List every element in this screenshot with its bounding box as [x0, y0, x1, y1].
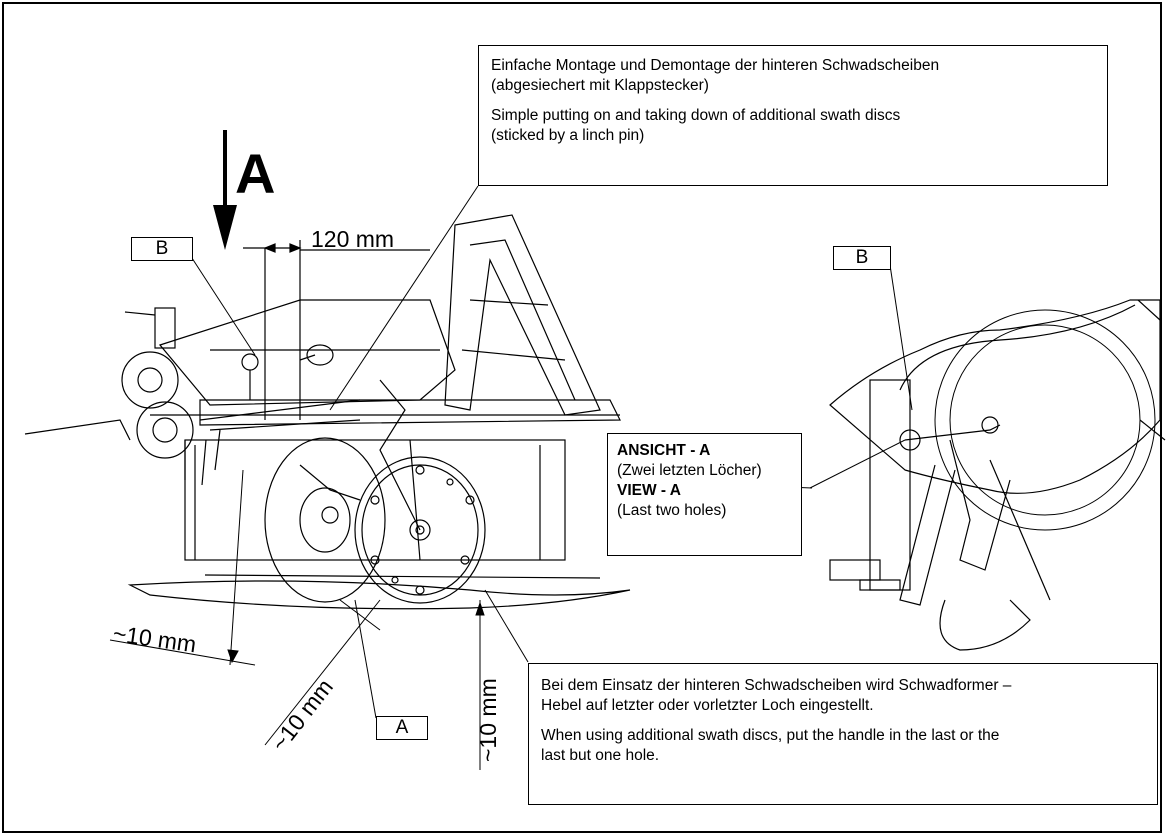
callout-bottom-en-line-1: When using additional swath discs, put t… — [541, 727, 1000, 744]
callout-top-en-line-2: (sticked by a linch pin) — [491, 127, 645, 144]
detail-view-a — [829, 299, 1166, 651]
callout-handle-note: Bei dem Einsatz der hinteren Schwadschei… — [528, 663, 1158, 805]
callout-view-a: ANSICHT - A (Zwei letzten Löcher) VIEW -… — [607, 433, 802, 556]
callout-bottom-en-line-2: last but one hole. — [541, 747, 660, 764]
dimension-label-gap-vert: ~10 mm — [475, 678, 501, 762]
dimension-120mm — [243, 240, 430, 420]
view-a-sub-en: (Last two holes) — [617, 502, 727, 519]
callout-bottom-de-line-2: Hebel auf letzter oder vorletzter Loch e… — [541, 697, 874, 714]
view-a-title-en: VIEW - A — [617, 482, 682, 499]
view-direction-label: A — [235, 142, 276, 205]
section-tag-b-left: B — [131, 237, 193, 261]
view-a-title-de: ANSICHT - A — [617, 442, 711, 459]
callout-top-de-line-2: (abgesiechert mit Klappstecker) — [491, 77, 709, 94]
section-tag-b-right: B — [833, 246, 891, 270]
callout-top-en-line-1: Simple putting on and taking down of add… — [491, 107, 901, 124]
mower-side-view — [24, 214, 631, 610]
dimension-gap-lines — [109, 469, 485, 770]
callout-top-de-line-1: Einfache Montage und Demontage der hinte… — [491, 57, 940, 74]
section-tag-a-bottom: A — [376, 716, 428, 740]
callout-bottom-de-line-1: Bei dem Einsatz der hinteren Schwadschei… — [541, 677, 1012, 694]
view-arrow — [213, 130, 237, 250]
view-a-sub-de: (Zwei letzten Löcher) — [617, 462, 762, 479]
dimension-label-120mm: 120 mm — [311, 226, 395, 252]
callout-mounting-note: Einfache Montage und Demontage der hinte… — [478, 45, 1108, 186]
leader-lines — [189, 185, 913, 719]
